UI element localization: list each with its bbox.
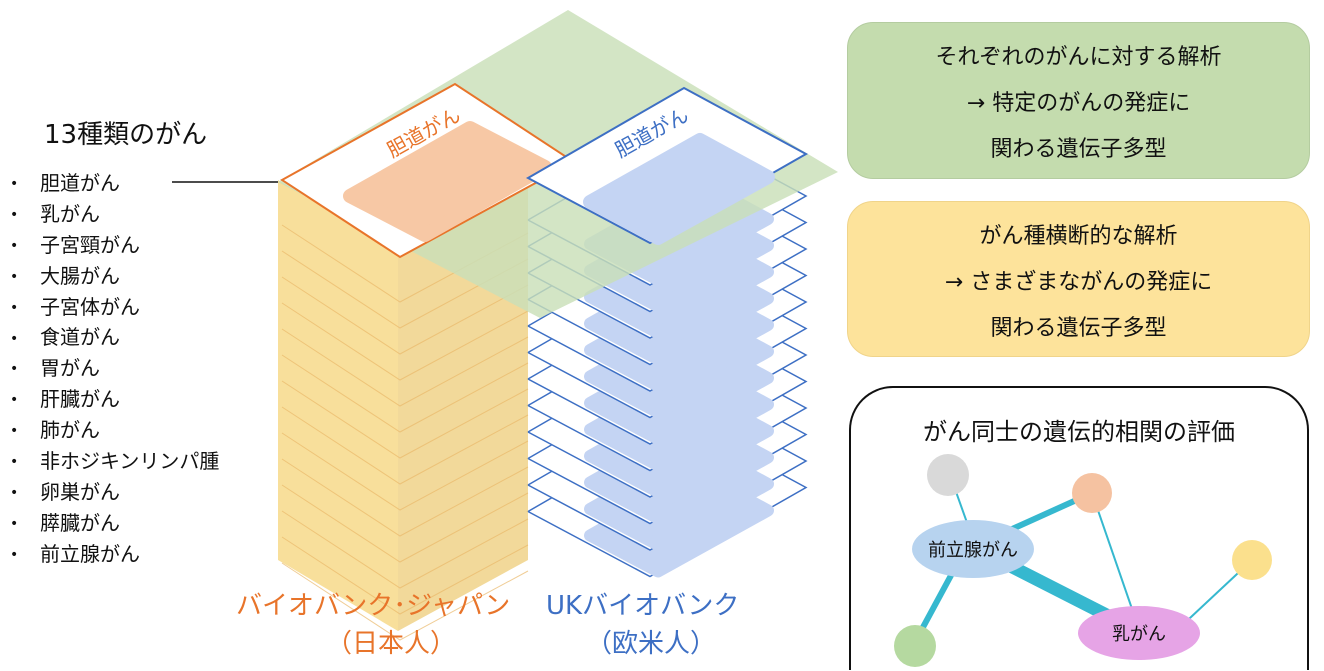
japan-sheet-line — [281, 536, 529, 615]
cancer-list-item-label: 膵臓がん — [40, 510, 120, 535]
bullet-icon: • — [10, 299, 19, 316]
japan-sheet-line — [281, 510, 529, 589]
cancer-list-item: • 非ホジキンリンパ腫 — [10, 446, 219, 477]
cancer-list-item: • 肺がん — [10, 415, 219, 446]
japan-sheet-line — [281, 354, 529, 433]
japan-sheet-line — [281, 328, 529, 407]
japan-sheet-line — [281, 406, 529, 485]
cross-cancer-analysis-box: がん種横断的な解析 → さまざまながんの発症に 関わる遺伝子多型 — [847, 201, 1310, 357]
cancer-list-item: • 子宮頸がん — [10, 230, 219, 261]
cancer-type-list: • 胆道がん • 乳がん • 子宮頸がん • 大腸がん • 子宮体がん • 食道がん • 胃がん • 肝臓がん… — [10, 168, 219, 570]
node-breast-label: 乳がん — [1112, 624, 1166, 645]
node-prostate-label: 前立腺がん — [928, 540, 1018, 561]
cancer-list-item: • 肝臓がん — [10, 384, 219, 415]
node-breast — [1078, 606, 1200, 660]
uk-caption-line2: （欧米人） — [586, 629, 717, 659]
cancer-types-title: 13種類のがん — [44, 120, 208, 150]
bullet-icon: • — [10, 515, 19, 532]
cancer-list-item: • 胃がん — [10, 353, 219, 384]
bullet-icon: • — [10, 176, 19, 193]
japan-sheet-line — [281, 484, 529, 563]
bullet-icon: • — [10, 330, 19, 347]
specific-analysis-box: それぞれのがんに対する解析 → 特定のがんの発症に 関わる遺伝子多型 — [847, 22, 1310, 179]
bullet-icon: • — [10, 361, 19, 378]
cancer-list-item: • 膵臓がん — [10, 508, 219, 539]
cancer-list-item: • 乳がん — [10, 199, 219, 230]
cross-analysis-line3: 関わる遺伝子多型 — [990, 316, 1167, 341]
japan-stack-front — [278, 180, 398, 631]
cancer-list-item-label: 乳がん — [40, 201, 100, 226]
bullet-icon: • — [10, 268, 19, 285]
node-prostate — [912, 520, 1034, 578]
bullet-icon: • — [10, 237, 19, 254]
cross-analysis-line2: → さまざまながんの発症に — [944, 270, 1213, 295]
cancer-list-item-label: 肝臓がん — [40, 387, 120, 412]
cancer-list-item-label: 子宮頸がん — [40, 232, 140, 257]
cancer-list-item: • 大腸がん — [10, 261, 219, 292]
cancer-list-item-label: 非ホジキンリンパ腫 — [40, 449, 220, 474]
japan-caption-line2: （日本人） — [326, 629, 457, 659]
japan-sheet-line — [281, 432, 529, 511]
node-green — [894, 625, 936, 667]
uk-caption-line1: UKバイオバンク — [546, 591, 740, 621]
japan-stack-side — [398, 188, 528, 631]
node-peach — [1072, 473, 1112, 513]
japan-caption-line1: バイオバンク･ジャパン — [236, 591, 511, 621]
cancer-list-item-label: 食道がん — [40, 325, 120, 350]
cancer-list-item-label: 胃がん — [40, 356, 100, 381]
node-gray — [927, 454, 969, 496]
cancer-list-item: • 前立腺がん — [10, 539, 219, 570]
specific-analysis-line3: 関わる遺伝子多型 — [990, 137, 1167, 162]
cross-analysis-line1: がん種横断的な解析 — [979, 224, 1178, 249]
node-yellow — [1232, 540, 1272, 580]
cancer-list-item-label: 肺がん — [40, 418, 100, 443]
japan-biobank-stack — [278, 180, 529, 641]
cancer-list-item-label: 胆道がん — [40, 171, 120, 195]
japan-sheet-line — [281, 380, 529, 459]
cancer-list-item: • 食道がん — [10, 322, 219, 353]
specific-analysis-line1: それぞれのがんに対する解析 — [935, 45, 1222, 70]
specific-analysis-line2: → 特定のがんの発症に — [966, 91, 1191, 116]
bullet-icon: • — [10, 392, 19, 409]
bullet-icon: • — [10, 546, 19, 563]
japan-sheet-line — [281, 562, 529, 641]
bullet-icon: • — [10, 484, 19, 501]
japan-sheet-line — [281, 458, 529, 537]
cancer-list-item: • 子宮体がん — [10, 292, 219, 323]
cancer-list-item: • 卵巣がん — [10, 477, 219, 508]
cancer-list-item: • 胆道がん — [10, 168, 219, 199]
cancer-list-item-label: 大腸がん — [40, 263, 120, 288]
japan-sheet-line — [281, 302, 529, 381]
cancer-list-item-label: 子宮体がん — [40, 294, 140, 319]
cancer-list-item-label: 前立腺がん — [40, 541, 140, 566]
cancer-list-item-label: 卵巣がん — [40, 479, 120, 504]
bullet-icon: • — [10, 454, 19, 471]
genetic-correlation-title: がん同士の遺伝的相関の評価 — [923, 418, 1235, 446]
bullet-icon: • — [10, 206, 19, 223]
correlation-network: 前立腺がん 乳がん — [894, 454, 1272, 667]
bullet-icon: • — [10, 423, 19, 440]
japan-sheet-line — [281, 276, 529, 355]
genetic-correlation-box: がん同士の遺伝的相関の評価 — [849, 386, 1309, 670]
